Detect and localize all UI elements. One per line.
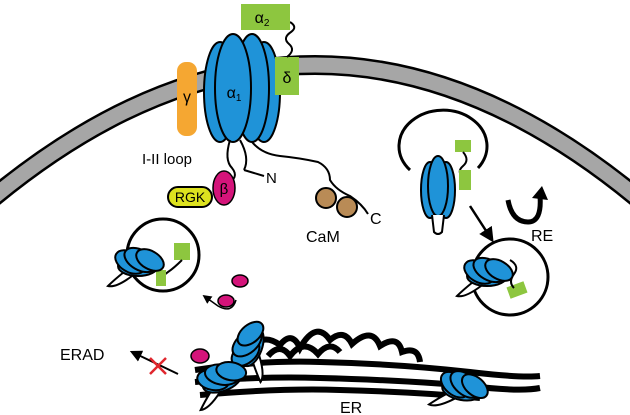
i-ii-loop-label: I-II loop <box>142 151 192 168</box>
alpha2-delta-linker <box>285 21 296 58</box>
beta-release-arrow <box>202 294 237 310</box>
beta-label: β <box>220 181 229 198</box>
endocytic-vesicle <box>397 108 489 235</box>
er-label: ER <box>340 400 362 415</box>
curved-arrow-icon <box>505 186 548 225</box>
delta-subunit: δ <box>275 57 299 95</box>
red-x-icon <box>149 357 167 375</box>
free-beta-subunit <box>231 274 249 288</box>
n-terminus-label: N <box>266 170 277 187</box>
erad-label: ERAD <box>60 347 104 364</box>
beta-subunit: β <box>212 170 236 206</box>
cam-label: CaM <box>306 229 340 246</box>
endocytosis-arrow <box>468 205 494 243</box>
free-beta-subunit <box>217 294 235 308</box>
plasma-membrane <box>0 55 630 205</box>
transport-vesicle <box>107 217 201 293</box>
n-terminus-line <box>239 139 248 171</box>
recycling-endosome <box>456 237 550 317</box>
re-label: RE <box>531 228 553 245</box>
alpha1-subunit: α1 <box>203 33 281 143</box>
delta-label: δ <box>283 70 292 87</box>
rgk-label: RGK <box>175 189 206 205</box>
gamma-subunit: γ <box>177 62 197 136</box>
calmodulin: CaM <box>306 187 358 246</box>
gamma-label: γ <box>183 89 191 106</box>
c-terminus-label: C <box>370 211 382 228</box>
alpha1-label: α1 <box>227 85 242 104</box>
alpha2-subunit: α2 <box>241 4 290 30</box>
rgk-protein: RGK <box>167 186 213 208</box>
er-beta-subunit <box>190 348 210 364</box>
alpha2-label: α2 <box>255 10 270 29</box>
